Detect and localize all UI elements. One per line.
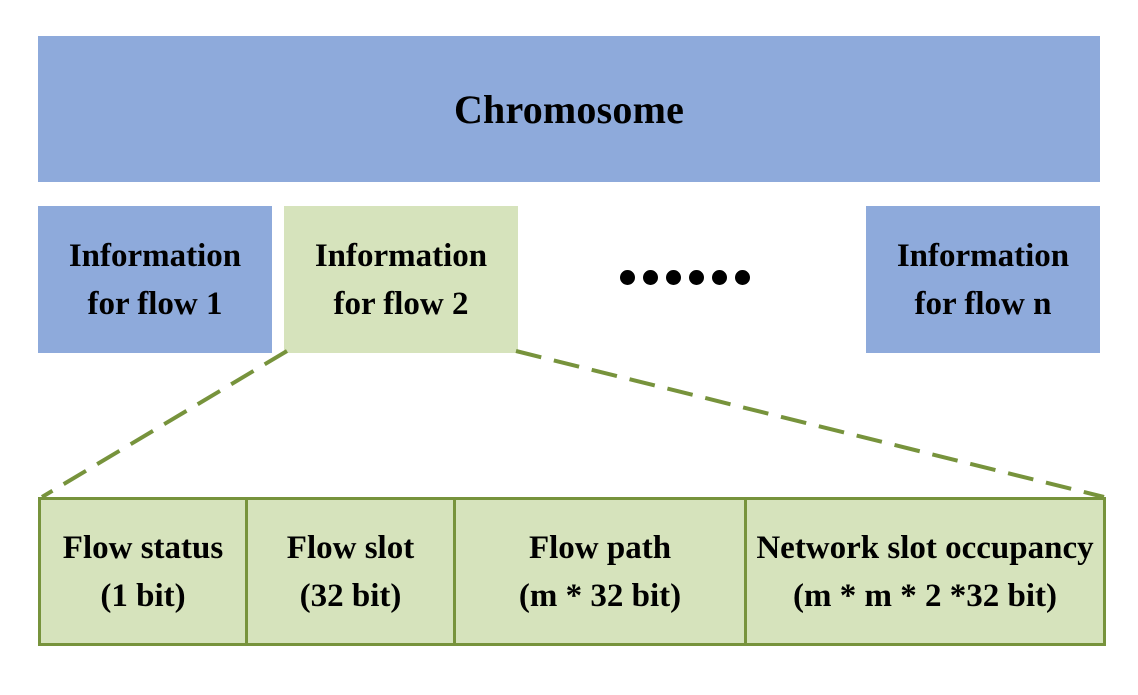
flow-2-line-1: Information	[314, 237, 488, 274]
flow-path-label: Flow path	[528, 529, 672, 566]
flow-status-size: (1 bit)	[100, 577, 186, 614]
flow-slot-size: (32 bit)	[299, 577, 402, 614]
ellipsis-dot	[620, 269, 635, 285]
flow-n-line-2: for flow n	[914, 285, 1052, 322]
flow-slot-cell: Flow slot (32 bit)	[248, 500, 456, 643]
flow-n-line-1: Information	[896, 237, 1070, 274]
flow-1-box: Information for flow 1	[38, 206, 272, 353]
ellipsis-dot	[643, 269, 658, 285]
flow-path-size: (m * 32 bit)	[518, 577, 682, 614]
flow-1-line-2: for flow 1	[87, 285, 223, 322]
network-slot-occupancy-label: Network slot occupancy	[756, 529, 1094, 566]
chromosome-label: Chromosome	[453, 86, 685, 132]
zoom-line-left	[40, 349, 289, 499]
flow-slot-label: Flow slot	[286, 529, 415, 566]
flow-detail-table: Flow status (1 bit) Flow slot (32 bit) F…	[38, 497, 1106, 646]
flow-path-cell: Flow path (m * 32 bit)	[456, 500, 747, 643]
network-slot-occupancy-size: (m * m * 2 *32 bit)	[793, 577, 1057, 614]
ellipsis-dots	[620, 262, 750, 292]
ellipsis-dot	[689, 269, 704, 285]
ellipsis-dot	[712, 269, 727, 285]
flow-status-cell: Flow status (1 bit)	[41, 500, 248, 643]
flow-1-line-1: Information	[68, 237, 242, 274]
zoom-line-right	[515, 349, 1105, 499]
flow-n-box: Information for flow n	[866, 206, 1100, 353]
network-slot-occupancy-cell: Network slot occupancy (m * m * 2 *32 bi…	[747, 500, 1103, 643]
ellipsis-dot	[735, 269, 750, 285]
flow-status-label: Flow status	[62, 529, 224, 566]
flow-2-line-2: for flow 2	[333, 285, 469, 322]
ellipsis-dot	[666, 269, 681, 285]
flow-2-box: Information for flow 2	[284, 206, 518, 353]
chromosome-box: Chromosome	[38, 36, 1100, 182]
